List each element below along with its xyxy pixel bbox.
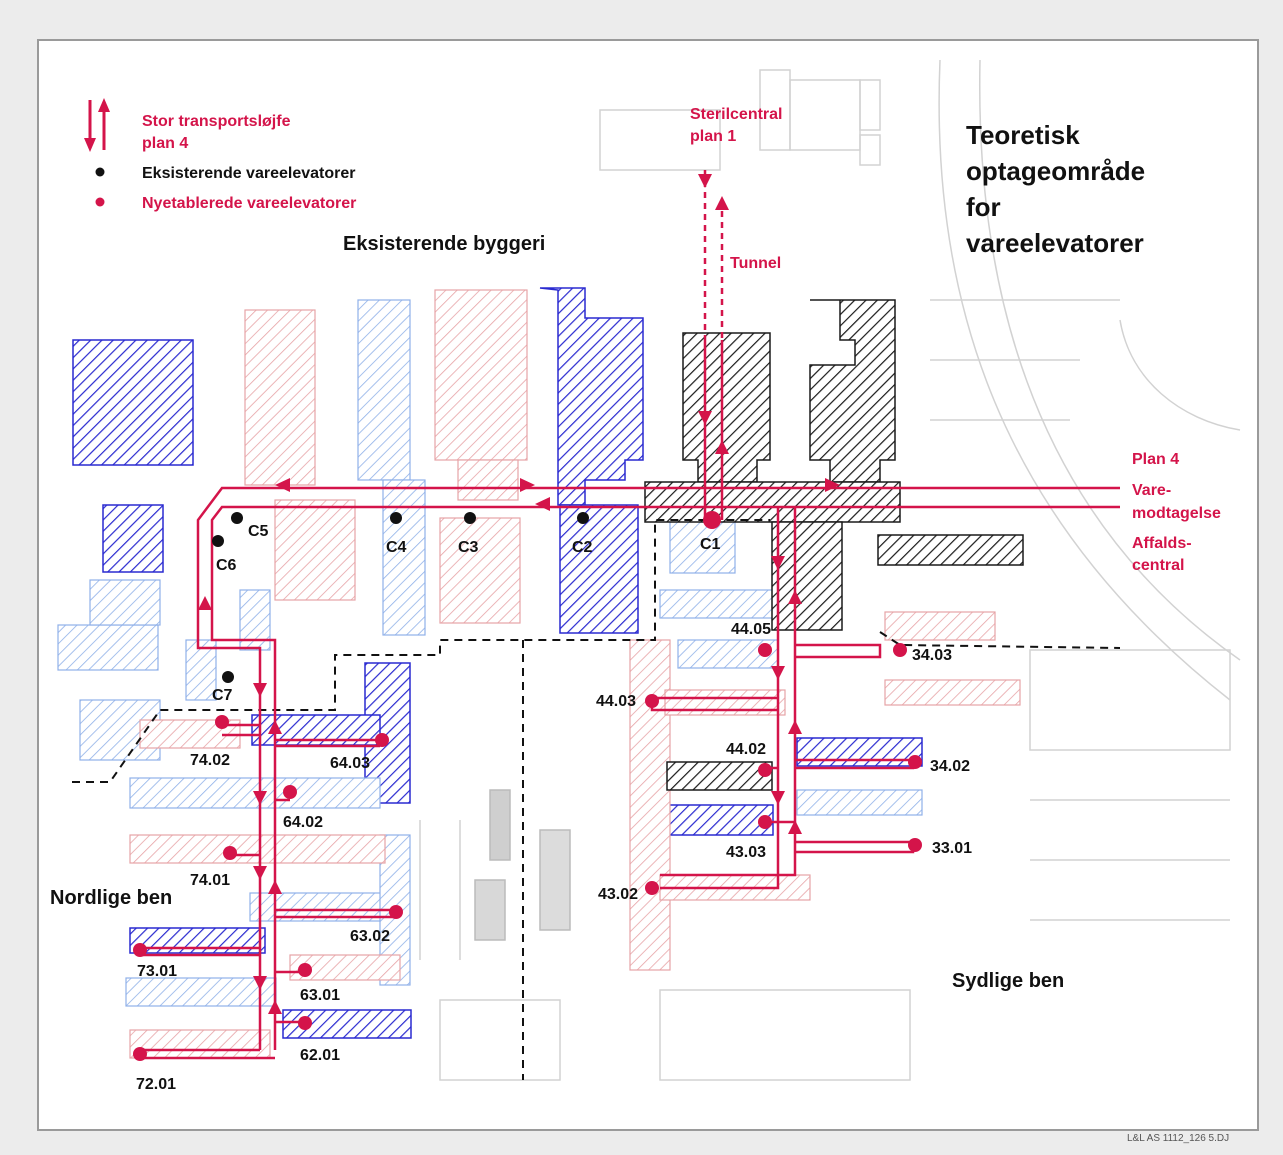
tunnel-arrows	[698, 174, 729, 454]
boundary-dashed-lines	[72, 519, 1121, 1080]
elevator-c1-dot	[703, 511, 721, 529]
elevator-34-02-label: 34.02	[930, 758, 970, 775]
elevator-c6-dot	[212, 535, 224, 547]
direction-arrows	[198, 478, 840, 1014]
black-dot-icon	[95, 167, 105, 177]
elevator-44-02-label: 44.02	[726, 741, 766, 758]
elevator-c3-dot	[464, 512, 476, 524]
elevator-c2-dot	[577, 512, 589, 524]
elevator-72-01-label: 72.01	[136, 1076, 176, 1093]
nordlige-ben-label: Nordlige ben	[50, 887, 172, 909]
elevator-73-01-label: 73.01	[137, 963, 177, 980]
elevator-c7-dot	[222, 671, 234, 683]
title-line2: optageområde	[966, 156, 1145, 186]
title-line3: for	[966, 192, 1001, 222]
elevator-63-01-label: 63.01	[300, 987, 340, 1004]
elevator-64-02-label: 64.02	[283, 814, 323, 831]
elevator-44-03-label: 44.03	[596, 693, 636, 710]
map-title: Teoretisk optageområde for vareelevatore…	[966, 120, 1145, 258]
elevator-c7-label: C7	[212, 687, 233, 704]
elevator-c5-label: C5	[248, 523, 269, 540]
elevator-34-03-label: 34.03	[912, 647, 952, 664]
existing-buildings-blue	[72, 287, 923, 1039]
elevator-c6-label: C6	[216, 557, 237, 574]
transport-loop-route	[140, 486, 1120, 1060]
elevator-43-03-label: 43.03	[726, 844, 766, 861]
legend-existing-elevators: Eksisterende vareelevatorer	[142, 165, 355, 182]
elevator-63-02-label: 63.02	[350, 928, 390, 945]
elevator-c5-dot	[231, 512, 243, 524]
legend-loop-line2: plan 4	[142, 135, 188, 152]
varemodtagelse-label-line2: modtagelse	[1132, 505, 1221, 522]
elevator-c3-label: C3	[458, 539, 479, 556]
tunnel-solid	[703, 340, 724, 520]
new-elevator-dots	[133, 643, 922, 1061]
legend-new-elevators: Nyetablerede vareelevatorer	[142, 195, 356, 212]
affaldscentral-label-line1: Affalds-	[1132, 535, 1192, 552]
existing-elevator-labels: C1 C2 C3 C4 C5 C6 C7	[212, 523, 721, 704]
elevator-74-02-label: 74.02	[190, 752, 230, 769]
title-line4: vareelevatorer	[966, 228, 1144, 258]
elevator-43-02-label: 43.02	[598, 886, 638, 903]
affaldscentral-label-line2: central	[1132, 557, 1184, 574]
tunnel-route	[703, 170, 724, 340]
legend: Stor transportsløjfe plan 4 Eksisterende…	[84, 98, 356, 212]
elevator-74-01-label: 74.01	[190, 872, 230, 889]
sterilcentral-label-line1: Sterilcentral	[690, 106, 782, 123]
double-arrow-icon	[84, 98, 110, 152]
existing-elevator-dots	[212, 512, 589, 683]
base-map-lines	[419, 59, 1241, 1081]
elevator-c4-label: C4	[386, 539, 407, 556]
legend-loop-line1: Stor transportsløjfe	[142, 113, 291, 130]
elevator-33-01-label: 33.01	[932, 840, 972, 857]
elevator-44-05-label: 44.05	[731, 621, 771, 638]
sterilcentral-label-line2: plan 1	[690, 128, 736, 145]
existing-buildings-label: Eksisterende byggeri	[343, 233, 545, 255]
elevator-c2-label: C2	[572, 539, 593, 556]
new-elevator-labels: 74.02 64.03 64.02 74.01 63.02 73.01 63.0…	[136, 621, 972, 1093]
plan4-label: Plan 4	[1132, 451, 1179, 468]
elevator-62-01-label: 62.01	[300, 1047, 340, 1064]
red-dot-icon	[95, 197, 105, 207]
varemodtagelse-label-line1: Vare-	[1132, 482, 1171, 499]
title-line1: Teoretisk	[966, 120, 1080, 150]
drawing-credit: L&L AS 1112_126 5.DJ	[1127, 1133, 1229, 1144]
sydlige-ben-label: Sydlige ben	[952, 970, 1064, 992]
elevator-c1-label: C1	[700, 536, 721, 553]
elevator-64-03-label: 64.03	[330, 755, 370, 772]
tunnel-label: Tunnel	[730, 255, 781, 272]
elevator-c4-dot	[390, 512, 402, 524]
